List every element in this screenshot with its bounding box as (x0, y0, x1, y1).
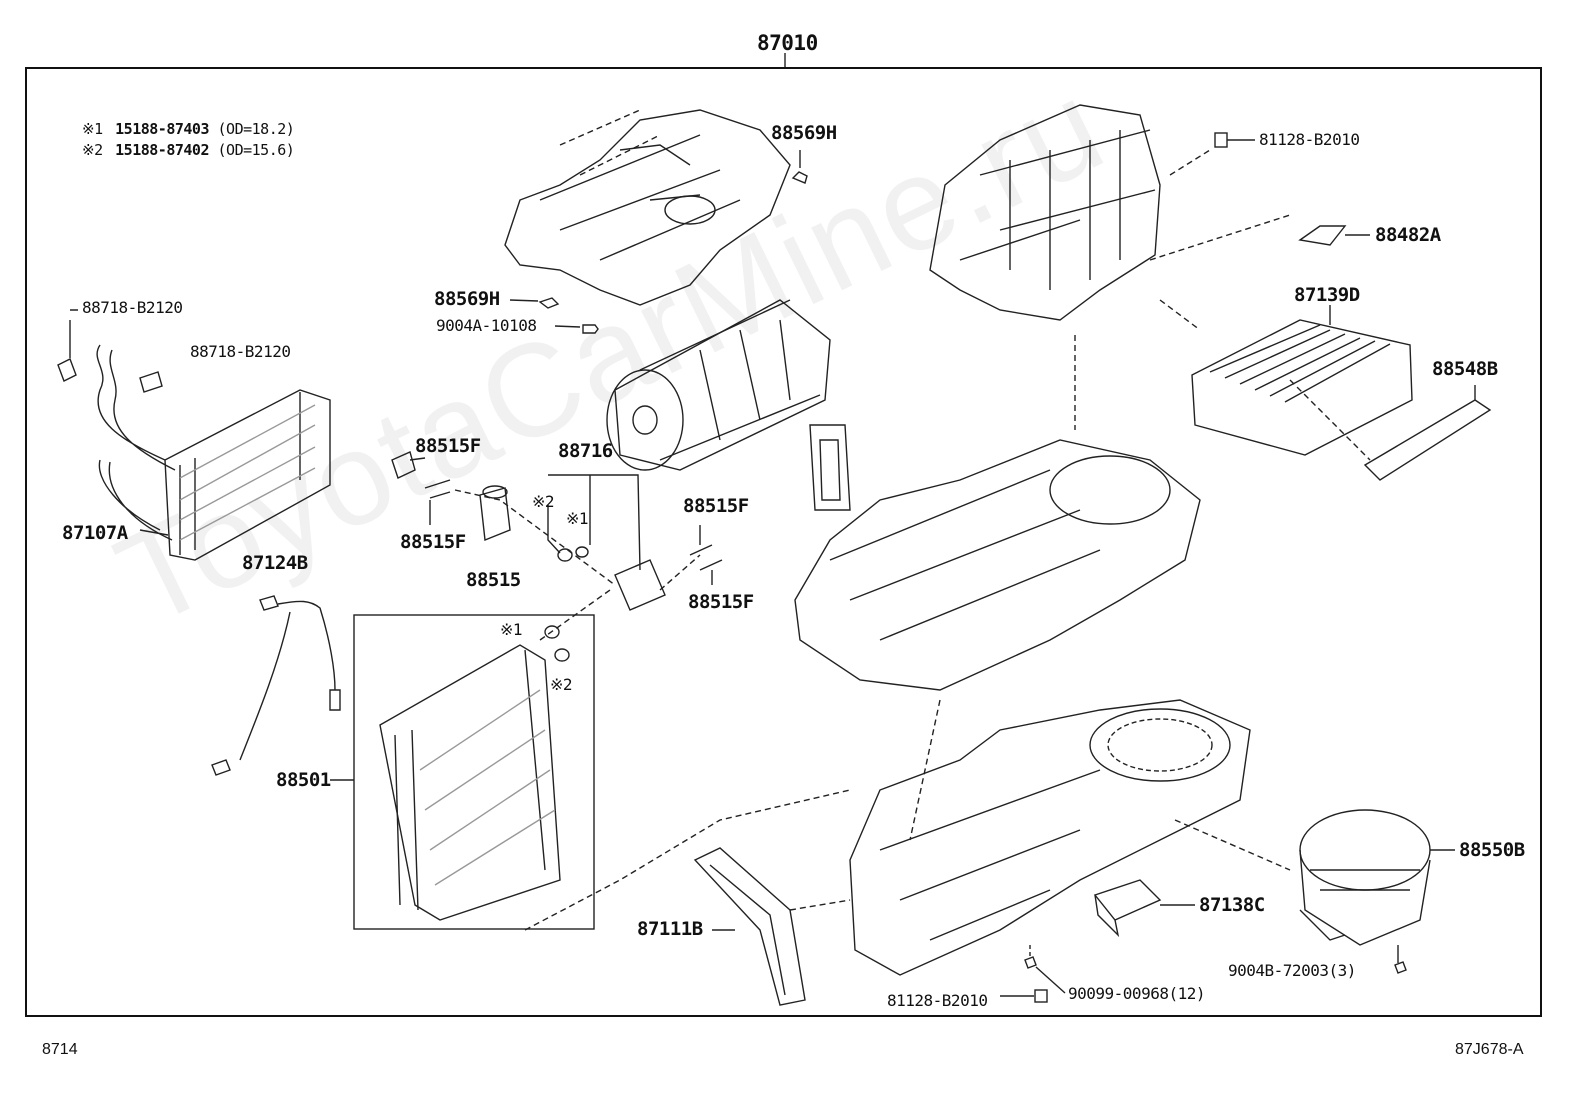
callout-88550B[interactable]: 88550B (1459, 839, 1525, 861)
duct-illustration (693, 847, 851, 1006)
filter-illustration (1159, 299, 1413, 456)
ref-mark-1: ※1 (566, 509, 589, 528)
callout-87138C[interactable]: 87138C (1199, 894, 1265, 916)
notes-block: ※1 15188-87403 (OD=18.2) ※2 15188-87402 … (82, 120, 295, 159)
ref-mark-2: ※2 (532, 492, 555, 511)
callout-88515F-c[interactable]: 88515F (683, 495, 749, 517)
blower-wheel-illustration (606, 299, 831, 471)
note-mark: ※1 (82, 120, 103, 138)
callout-9004A-10108[interactable]: 9004A-10108 (436, 316, 537, 335)
blower-motor-illustration (1174, 809, 1455, 946)
callout-90099-00968[interactable]: 90099-00968(12) (1068, 984, 1206, 1003)
callout-88718-B2120-b[interactable]: 88718-B2120 (190, 342, 291, 361)
assembly-part-number: 87010 (757, 31, 818, 55)
callout-88569H-mid[interactable]: 88569H (434, 288, 500, 310)
note-part-number: 15188-87403 (115, 120, 209, 138)
figure-id: 87J678-A (1455, 1041, 1524, 1058)
upper-case-illustration (504, 109, 791, 306)
callout-87107A[interactable]: 87107A (62, 522, 128, 544)
page-code: 8714 (42, 1041, 78, 1058)
callout-87124B[interactable]: 87124B (242, 552, 308, 574)
note-mark: ※2 (82, 141, 103, 159)
ref-mark-2: ※2 (550, 675, 573, 694)
callout-88515[interactable]: 88515 (466, 569, 521, 591)
callout-88718-B2120-a[interactable]: 88718-B2120 (82, 298, 183, 317)
callout-81128-B2010-top[interactable]: 81128-B2010 (1259, 130, 1360, 149)
callout-88482A[interactable]: 88482A (1375, 224, 1441, 246)
callout-9004B-72003[interactable]: 9004B-72003(3) (1228, 961, 1356, 980)
evaporator-illustration (379, 644, 561, 921)
upper-right-case-illustration (929, 104, 1370, 321)
callout-88515F-d[interactable]: 88515F (688, 591, 754, 613)
note-part-number: 15188-87402 (115, 141, 209, 159)
callout-81128-B2010-bottom[interactable]: 81128-B2010 (887, 991, 988, 1010)
note-spec: (OD=18.2) (217, 120, 295, 138)
callout-88501[interactable]: 88501 (276, 769, 331, 791)
callout-88515F-b[interactable]: 88515F (400, 531, 466, 553)
heater-core-illustration (57, 309, 331, 561)
callout-88716[interactable]: 88716 (558, 440, 613, 462)
callout-88548B[interactable]: 88548B (1432, 358, 1498, 380)
note-row: ※1 15188-87403 (OD=18.2) (82, 120, 295, 138)
note-spec: (OD=15.6) (217, 141, 295, 159)
callout-88569H-top[interactable]: 88569H (771, 122, 837, 144)
diagram-frame (25, 67, 1542, 1017)
note-row: ※2 15188-87402 (OD=15.6) (82, 141, 295, 159)
callout-87111B[interactable]: 87111B (637, 918, 703, 940)
middle-case-illustration (794, 424, 1201, 691)
ref-mark-1: ※1 (500, 620, 523, 639)
callout-87139D[interactable]: 87139D (1294, 284, 1360, 306)
callout-88515F-a[interactable]: 88515F (415, 435, 481, 457)
lower-case-illustration (849, 699, 1251, 976)
